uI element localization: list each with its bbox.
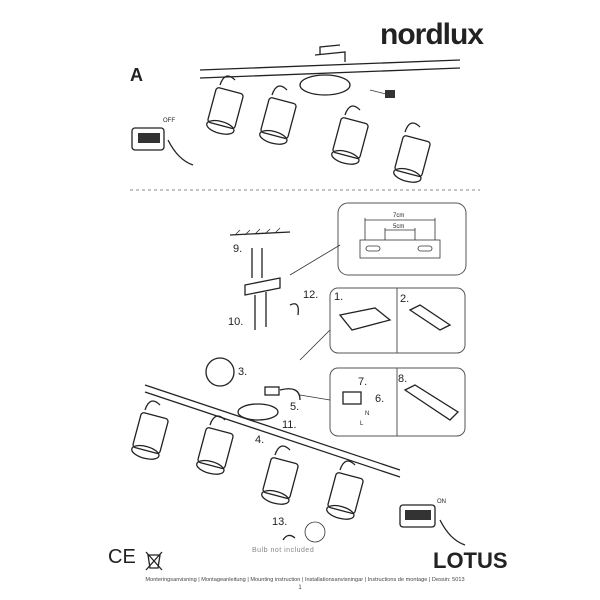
step-2-label: 2. bbox=[400, 293, 409, 305]
on-label: ON bbox=[437, 499, 446, 505]
ce-mark: CE bbox=[108, 546, 136, 568]
step-13-label: 13. bbox=[272, 516, 287, 528]
bulb-illustration: 13. bbox=[272, 516, 326, 543]
step-10-label: 10. bbox=[228, 316, 243, 328]
step-8-label: 8. bbox=[398, 373, 407, 385]
nordlux-logo: nordlux bbox=[380, 18, 484, 51]
page-number: 1 bbox=[298, 585, 302, 591]
neutral-label: N bbox=[365, 411, 369, 417]
switch-on-illustration: ON bbox=[399, 499, 466, 546]
step-11-label: 11. bbox=[282, 419, 296, 431]
footer-text: Monteringsanvisning | Montageanleitung |… bbox=[145, 577, 465, 583]
step-7-label: 7. bbox=[358, 376, 367, 388]
dim-5cm: 5cm bbox=[393, 224, 404, 230]
switch-off-illustration: OFF bbox=[131, 118, 194, 166]
section-label: A bbox=[130, 65, 143, 85]
step-5-label: 5. bbox=[290, 401, 299, 413]
dim-7cm: 7cm bbox=[393, 213, 404, 219]
product-name: LOTUS bbox=[433, 548, 508, 573]
step-6-label: 6. bbox=[375, 393, 384, 405]
step-12-label: 12. bbox=[303, 289, 318, 301]
step-3-label: 3. bbox=[238, 366, 247, 378]
top-lamp-illustration bbox=[199, 44, 461, 183]
bracket-dimension-callout: 7cm 5cm bbox=[289, 202, 467, 276]
wiring-callouts: 1. 2. 7. 6. 8. N L bbox=[299, 287, 466, 437]
weee-bin-icon bbox=[145, 551, 163, 571]
live-label: L bbox=[360, 421, 364, 427]
bottom-lamp-illustration: 3. 4. 5. 11. bbox=[131, 357, 401, 520]
off-label: OFF bbox=[163, 118, 175, 124]
step-4-label: 4. bbox=[255, 434, 264, 446]
ceiling-bracket-illustration: 9. 10. 12. bbox=[228, 227, 318, 330]
bulb-not-included-note: Bulb not included bbox=[252, 547, 315, 554]
step-1-label: 1. bbox=[334, 291, 343, 303]
step-9-label: 9. bbox=[233, 243, 242, 255]
